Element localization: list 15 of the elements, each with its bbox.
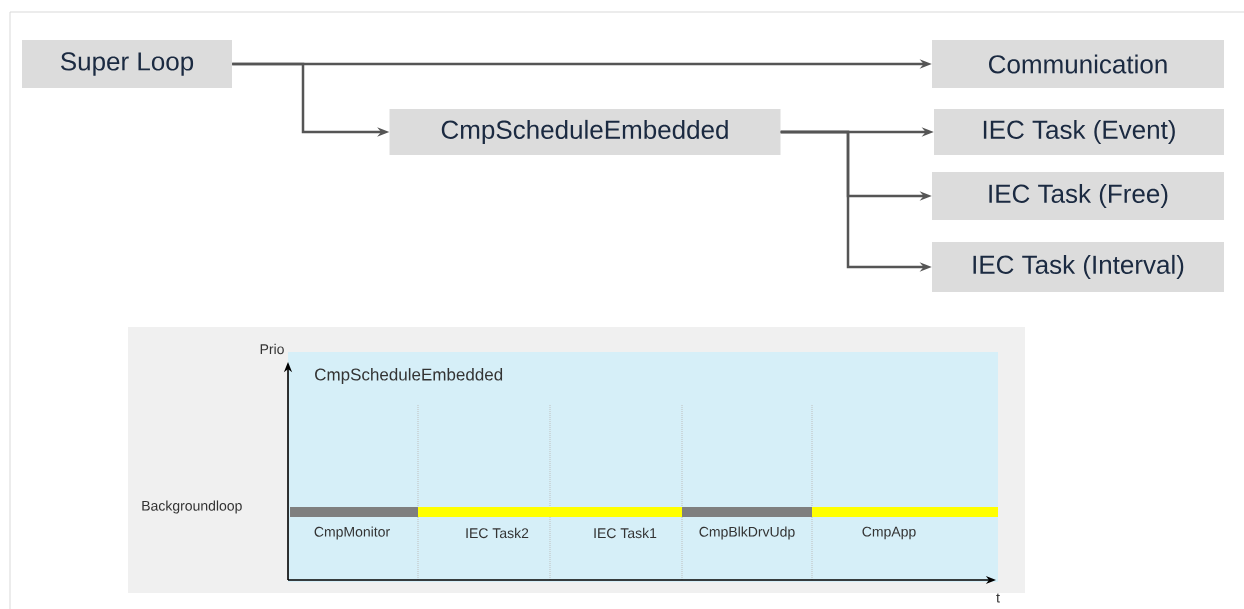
segment-label: IEC Task2 [466,527,529,539]
segment-label: CmpApp [862,526,916,540]
segment-label: IEC Task1 [594,527,657,539]
axis-label: t [996,593,1000,603]
chart-title: CmpScheduleEmbedded [315,368,503,384]
process-box: IEC Task (Interval) [932,242,1224,292]
row-label: Backgroundloop [142,500,242,514]
segment-label: CmpBlkDrvUdp [699,526,795,540]
axis-label: Prio [260,343,284,355]
process-box: Communication [932,40,1224,88]
process-box: Super Loop [22,40,232,88]
process-box: CmpScheduleEmbedded [389,109,781,155]
segment-label: CmpMonitor [314,526,390,540]
process-box: IEC Task (Event) [934,109,1224,155]
process-box: IEC Task (Free) [932,172,1224,220]
